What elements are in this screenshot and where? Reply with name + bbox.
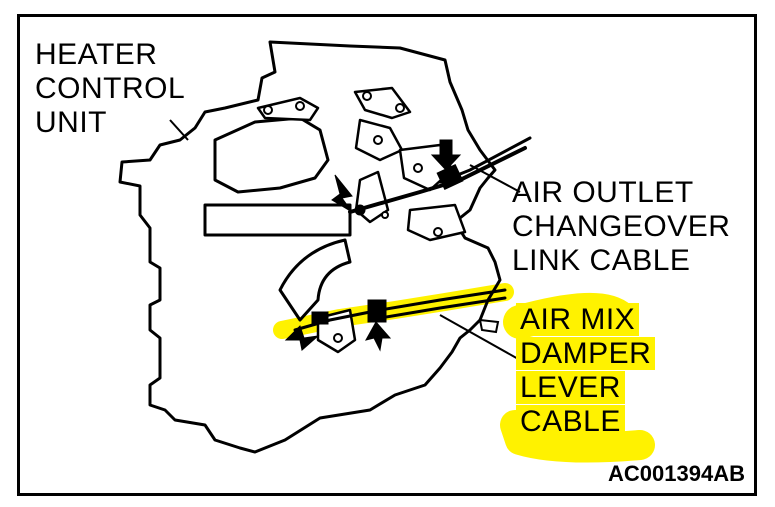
heater-control-unit-label: HEATER CONTROL UNIT [35,38,185,140]
highlighted-text: AIR MIX [516,303,640,336]
figure-code: AC001394AB [608,461,745,486]
label-line: CHANGEOVER [512,210,731,243]
air-mix-cable-label: AIR MIX DAMPER LEVER CABLE [516,303,656,439]
highlighted-text: DAMPER [516,337,656,370]
label-line: LEVER [516,371,655,405]
leader-lines [169,119,521,361]
label-line: CONTROL [35,72,186,105]
highlight-label-stroke-2 [500,410,655,463]
leader-outlet-cable [469,164,521,193]
label-line: LINK CABLE [512,244,691,277]
label-line: AIR MIX [516,303,655,337]
pivot-holes [263,91,443,343]
air-outlet-cable [348,136,532,216]
label-line: UNIT [35,106,107,139]
air-outlet-cable-label: AIR OUTLET CHANGEOVER LINK CABLE [512,176,730,278]
air-mix-cable [293,288,507,334]
highlighted-text: CABLE [516,405,625,438]
arrow-icon [284,325,320,351]
air-mix-cable-clamp [367,299,387,323]
highlighted-text: LEVER [516,371,625,404]
label-line: CABLE [516,405,655,439]
leader-air-mix-cable [439,314,521,361]
leader-heater-unit [169,119,189,141]
label-line: DAMPER [516,337,656,371]
label-line: AIR OUTLET [512,176,694,209]
arrow-icon [430,139,462,171]
arrow-icon [331,174,353,213]
arrow-icon [365,321,392,352]
label-line: HEATER [35,38,158,71]
